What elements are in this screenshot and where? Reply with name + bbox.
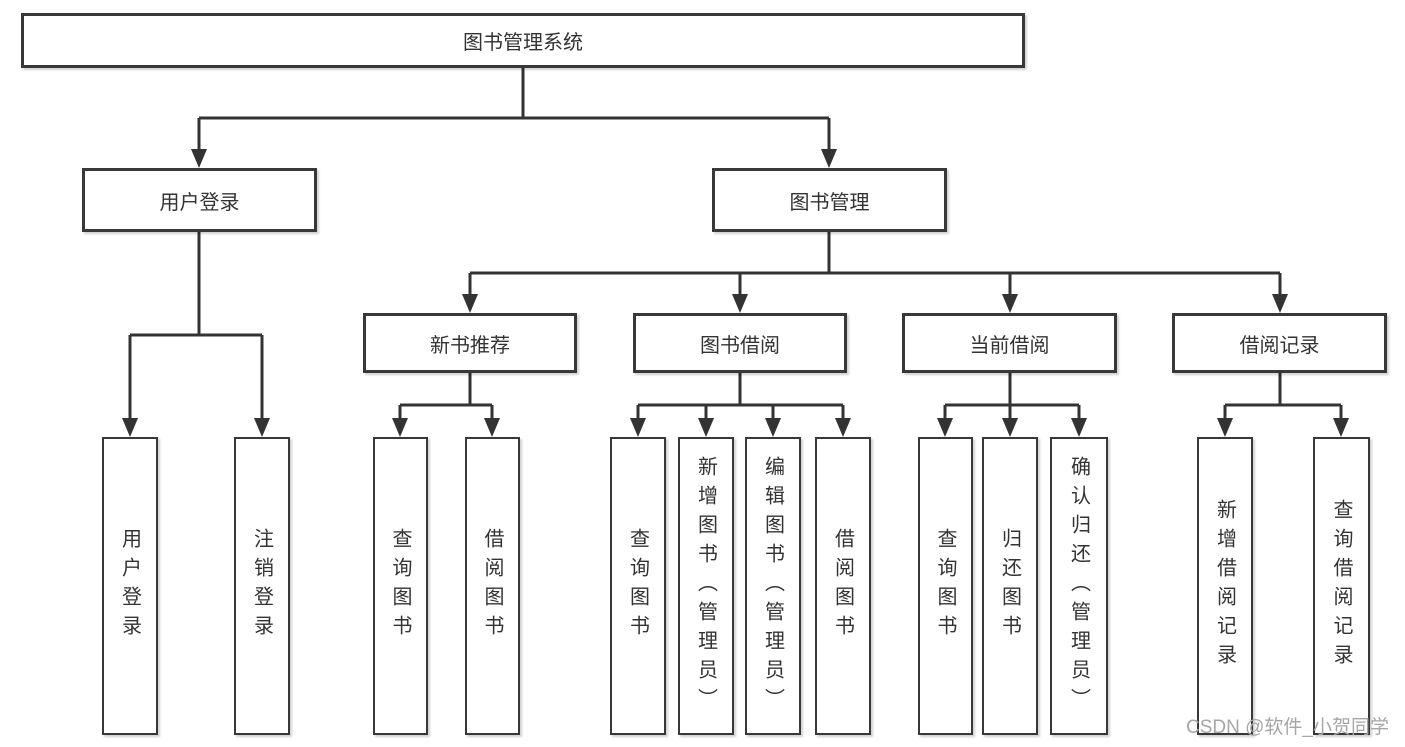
node-borrow-records: 借阅记录 — [1172, 313, 1387, 373]
node-book-management: 图书管理 — [712, 168, 947, 232]
leaf-query-borrow-record: 查询借阅记录 — [1313, 437, 1370, 735]
node-current-borrow: 当前借阅 — [902, 313, 1117, 373]
leaf-query-books-current: 查询图书 — [918, 437, 973, 735]
leaf-edit-book-admin: 编辑图书（管理员） — [745, 437, 801, 735]
node-new-book-recommend: 新书推荐 — [363, 313, 577, 373]
watermark: CSDN @软件_小贺同学 — [1186, 717, 1389, 738]
leaf-query-books-recommend: 查询图书 — [373, 437, 428, 735]
leaf-query-books-borrow: 查询图书 — [610, 437, 666, 735]
leaf-add-borrow-record: 新增借阅记录 — [1197, 437, 1253, 735]
leaf-confirm-return-admin: 确认归还（管理员） — [1050, 437, 1108, 735]
leaf-return-book: 归还图书 — [982, 437, 1038, 735]
leaf-user-login: 用户登录 — [102, 437, 158, 735]
leaf-borrow-books: 借阅图书 — [815, 437, 871, 735]
leaf-logout: 注销登录 — [234, 437, 290, 735]
leaf-borrow-books-recommend: 借阅图书 — [465, 437, 520, 735]
leaf-add-book-admin: 新增图书（管理员） — [678, 437, 734, 735]
node-book-borrow: 图书借阅 — [633, 313, 847, 373]
node-library-system-root: 图书管理系统 — [21, 13, 1025, 68]
node-user-login: 用户登录 — [82, 168, 317, 232]
